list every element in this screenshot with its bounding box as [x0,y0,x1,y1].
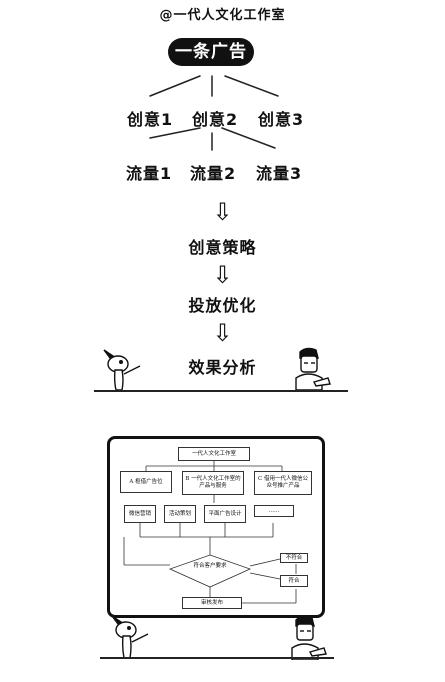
man-illustration [295,347,331,390]
dog-illustration [103,349,141,391]
step-effect-analysis: 效果分析 [188,358,257,377]
connector-root-c3 [224,75,279,97]
step-creative-strategy: 创意策略 [188,238,257,257]
down-arrow-icon: ⇩ [212,198,233,226]
ground-line [94,390,348,392]
flow-sub-event: 活动策划 [164,505,196,523]
tree-connectors [149,75,279,151]
creative-3: 创意3 [258,110,305,129]
connector-c-t3 [221,127,276,149]
dog-illustration [111,615,149,659]
flow-branch-a: A 枢借广告位 [120,471,172,493]
ground-line [100,657,334,659]
flow-decision-label: 符合客户要求 [193,563,227,569]
flow-publish-box: 审核发布 [182,597,242,609]
traffic-2: 流量2 [190,164,237,183]
traffic-1: 流量1 [126,164,173,183]
decision-diamond [168,554,252,588]
connector-c-t1 [149,127,201,139]
flow-top-box: 一代人文化工作室 [178,447,250,461]
step-placement-optimization: 投放优化 [188,296,257,315]
watermark-text: @一代人文化工作室 [159,8,286,23]
down-arrow-icon: ⇩ [212,261,233,289]
flow-sub-more: …… [254,505,294,517]
flowchart-connectors [123,459,297,604]
traffic-3: 流量3 [256,164,303,183]
flow-sub-design: 平面广告设计 [204,505,246,523]
man-illustration [291,615,327,660]
flow-no-box: 不符合 [280,553,308,563]
flow-branch-c: C 借用一代人微信公众号推广产品 [254,471,312,495]
connector-root-c1 [149,75,201,97]
root-node: 一条广告 [168,38,254,66]
creative-2: 创意2 [192,110,239,129]
flowchart-frame: 一代人文化工作室 A 枢借广告位 B 一代人文化工作室的产品与服务 C 借用一代… [107,436,325,618]
flow-branch-b: B 一代人文化工作室的产品与服务 [182,471,244,495]
flow-yes-box: 符合 [280,575,308,587]
flow-sub-wechat: 微信营销 [124,505,156,523]
creative-1: 创意1 [127,110,174,129]
down-arrow-icon: ⇩ [212,319,233,347]
